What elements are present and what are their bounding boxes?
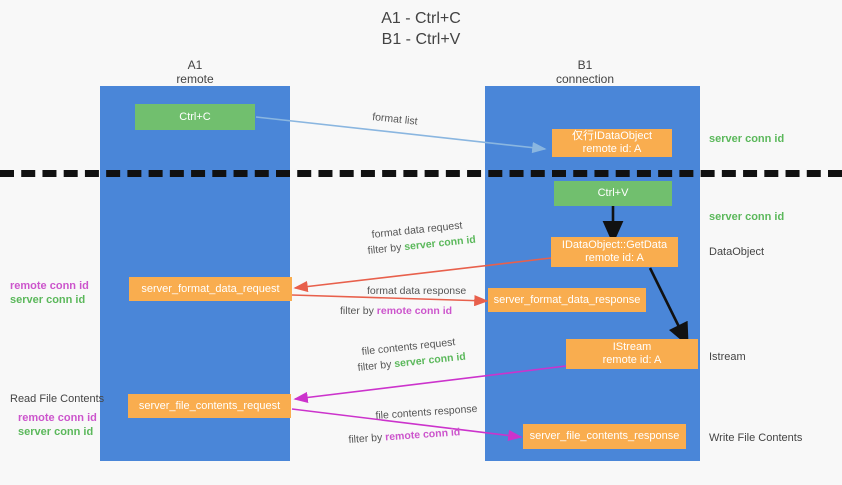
box-server-file-contents-response-label: server_file_contents_response xyxy=(529,430,680,442)
title-line-1: A1 - Ctrl+C xyxy=(381,10,461,27)
box-server-file-contents-request[interactable]: server_file_contents_request xyxy=(128,394,291,418)
box-idataobject-top[interactable]: 仅行IDataObject remote id: A xyxy=(552,129,672,157)
title-line-2: B1 - Ctrl+V xyxy=(381,31,461,48)
filter-id-2: remote conn id xyxy=(376,305,453,317)
arrow-format-list xyxy=(255,116,547,154)
box-server-format-data-request-label: server_format_data_request xyxy=(141,282,280,295)
annotation-server-conn-id-mid: server conn id xyxy=(709,211,785,223)
lane-b1-name: B1 xyxy=(577,58,593,72)
box-server-format-data-request[interactable]: server_format_data_request xyxy=(129,277,292,301)
box-server-file-contents-response[interactable]: server_file_contents_response xyxy=(523,424,686,449)
page-title: A1 - Ctrl+C B1 - Ctrl+V xyxy=(0,8,842,50)
box-getdata-line2: remote id: A xyxy=(585,252,644,264)
annotation-remote-conn-id-2: remote conn id xyxy=(18,412,97,424)
box-ctrl-v-label: Ctrl+V xyxy=(597,187,629,199)
annotation-istream: Istream xyxy=(709,351,746,363)
box-ctrl-c[interactable]: Ctrl+C xyxy=(135,104,255,130)
filter-prefix-4: filter by xyxy=(348,431,386,446)
arrow-format-data-response xyxy=(291,294,489,307)
label-format-data-response: format data response xyxy=(367,285,467,297)
box-istream-line1: IStream xyxy=(612,341,652,353)
lane-a1-name: A1 xyxy=(187,58,203,72)
lane-header-a1: A1 remote xyxy=(105,58,285,86)
annotation-read-file-contents: Read File Contents xyxy=(10,393,105,405)
arrow-file-contents-request xyxy=(293,365,567,404)
arrow-format-data-request xyxy=(293,257,552,293)
annotation-dataobject: DataObject xyxy=(709,246,765,258)
annotation-server-conn-id-1: server conn id xyxy=(10,294,86,306)
lane-header-b1: B1 connection xyxy=(495,58,675,86)
section-divider xyxy=(0,170,842,177)
annotation-remote-conn-id-1: remote conn id xyxy=(10,280,89,292)
box-ctrl-v[interactable]: Ctrl+V xyxy=(554,181,672,206)
filter-prefix-3: filter by xyxy=(357,358,395,374)
filter-prefix-2: filter by xyxy=(340,305,377,317)
box-server-format-data-response[interactable]: server_format_data_response xyxy=(488,288,646,312)
box-getdata-line1: IDataObject::GetData xyxy=(561,239,668,251)
arrow-getdata-istream xyxy=(648,267,684,337)
box-idataobject-top-line2: remote id: A xyxy=(582,143,642,155)
lane-a1-sub: remote xyxy=(176,72,214,86)
annotation-write-file-contents: Write File Contents xyxy=(709,432,803,444)
label-format-data-response-filter: filter by remote conn id xyxy=(340,304,452,318)
box-istream[interactable]: IStream remote id: A xyxy=(566,339,698,369)
arrow-file-contents-response xyxy=(291,408,523,442)
box-idataobject-getdata[interactable]: IDataObject::GetData remote id: A xyxy=(551,237,678,267)
annotation-server-conn-id-top: server conn id xyxy=(709,133,785,145)
box-server-file-contents-request-label: server_file_contents_request xyxy=(138,399,281,412)
lane-b1-sub: connection xyxy=(555,72,615,86)
filter-prefix-1: filter by xyxy=(367,241,405,257)
annotation-server-conn-id-2: server conn id xyxy=(18,426,94,438)
box-idataobject-top-line1: 仅行IDataObject xyxy=(571,130,653,142)
box-ctrl-c-label: Ctrl+C xyxy=(179,110,211,123)
box-istream-line2: remote id: A xyxy=(602,354,662,366)
box-server-format-data-response-label: server_format_data_response xyxy=(493,293,641,306)
